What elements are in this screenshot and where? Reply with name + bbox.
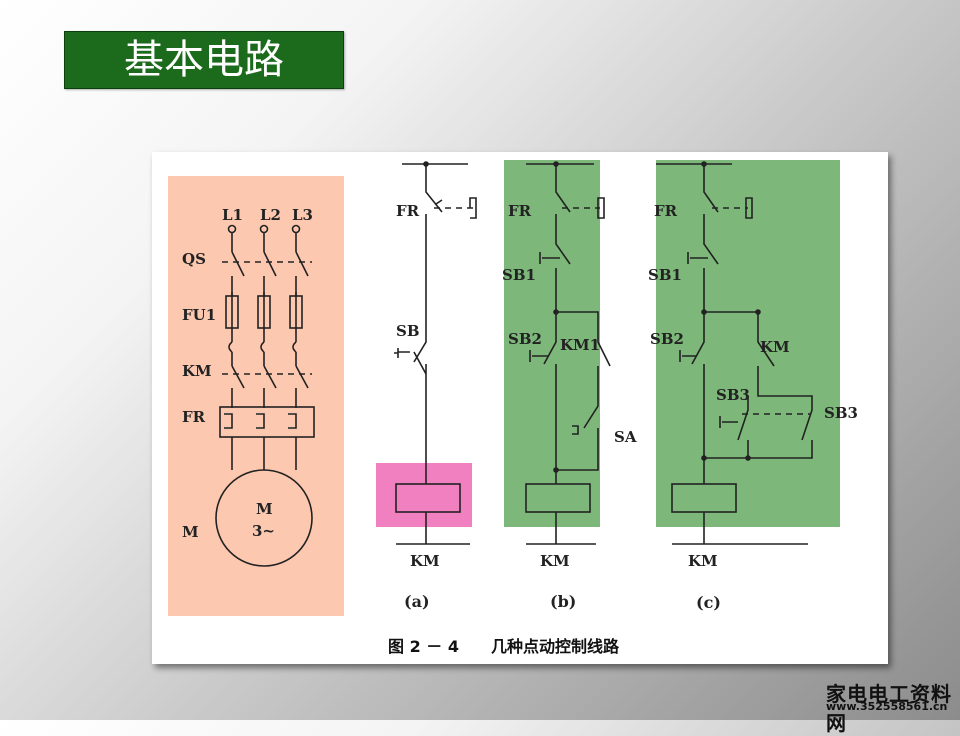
c-km-label: KM [760, 338, 790, 356]
a-coil-label: KM [410, 552, 440, 570]
a-fr-label: FR [396, 202, 420, 220]
circuit-diagram: L1 L2 L3 QS FU1 KM FR M M 3~ FR SB KM FR… [168, 160, 858, 656]
panel-label-a: (a) [404, 592, 430, 611]
coil-a-highlight [376, 463, 472, 527]
fu1-label: FU1 [182, 306, 216, 324]
km-main-label: KM [182, 362, 212, 380]
circuit-figure: L1 L2 L3 QS FU1 KM FR M M 3~ FR SB KM FR… [152, 152, 888, 664]
fr-main-label: FR [182, 408, 206, 426]
c-coil-label: KM [688, 552, 718, 570]
circuit-b-background [504, 160, 600, 527]
motor-label: M [182, 523, 199, 541]
circuit-c-background [656, 160, 840, 527]
c-fr-label: FR [654, 202, 678, 220]
b-sb1-label: SB1 [502, 266, 536, 284]
phase-label-l2: L2 [260, 206, 281, 224]
b-fr-label: FR [508, 202, 532, 220]
b-km1-label: KM1 [560, 336, 600, 354]
phase-label-l3: L3 [292, 206, 313, 224]
motor-text-phase: 3~ [252, 522, 275, 540]
motor-text-m: M [256, 500, 273, 518]
a-sb-label: SB [396, 322, 420, 340]
c-sb2-label: SB2 [650, 330, 684, 348]
watermark-url: www.352558561.cn [826, 700, 948, 713]
slide-title: 基本电路 [64, 31, 344, 89]
b-sa-label: SA [614, 428, 637, 446]
c-sb3-left-label: SB3 [716, 386, 750, 404]
qs-label: QS [182, 250, 206, 268]
c-sb3-right-label: SB3 [824, 404, 858, 422]
panel-label-b: (b) [550, 592, 576, 611]
main-circuit-background [168, 176, 344, 616]
figure-caption: 图 2 － 4 几种点动控制线路 [388, 637, 620, 656]
b-coil-label: KM [540, 552, 570, 570]
panel-label-c: (c) [696, 593, 721, 612]
phase-label-l1: L1 [222, 206, 243, 224]
c-sb1-label: SB1 [648, 266, 682, 284]
b-sb2-label: SB2 [508, 330, 542, 348]
